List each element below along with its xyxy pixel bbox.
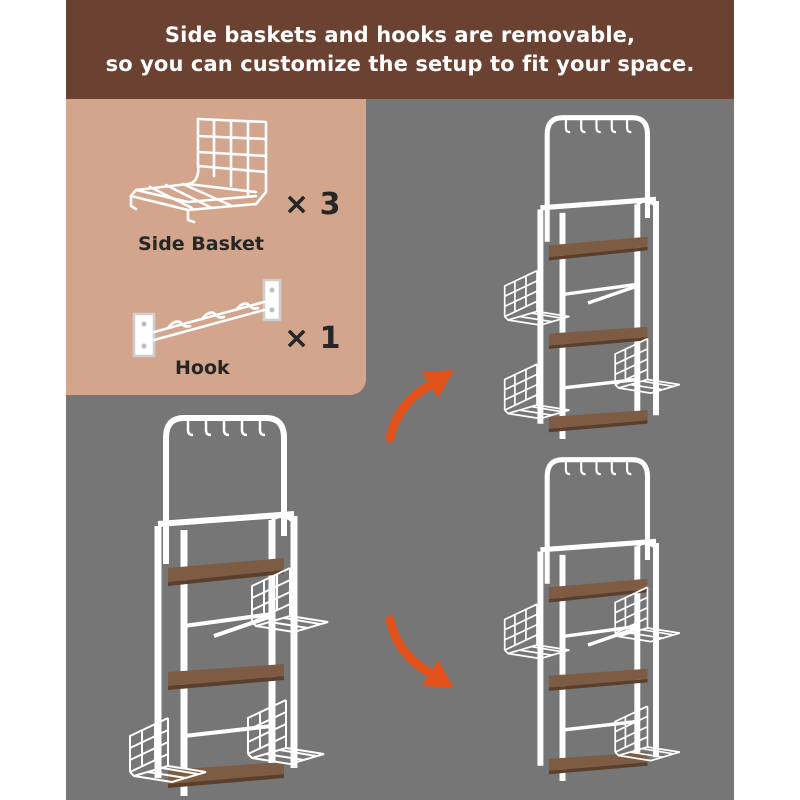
side-basket-label: Side Basket	[138, 233, 265, 255]
hook-quantity: × 1	[284, 321, 341, 356]
header-line-2: so you can customize the setup to fit yo…	[105, 51, 695, 76]
hook-bar-icon	[132, 278, 282, 358]
header-line-1: Side baskets and hooks are removable,	[164, 22, 636, 47]
hook-label: Hook	[175, 357, 230, 379]
storage-rack-setup-b	[503, 458, 681, 798]
side-basket-icon	[129, 117, 268, 224]
side-basket-quantity: × 3	[284, 187, 341, 222]
header-banner: Side baskets and hooks are removable, so…	[66, 0, 734, 99]
storage-rack-setup-a	[503, 116, 681, 456]
storage-rack-full-setup	[129, 416, 329, 800]
arrow-up-right-icon	[385, 370, 454, 443]
arrow-down-right-icon	[385, 615, 454, 688]
parts-panel: Side Basket × 3 Hook × 1	[66, 99, 366, 395]
